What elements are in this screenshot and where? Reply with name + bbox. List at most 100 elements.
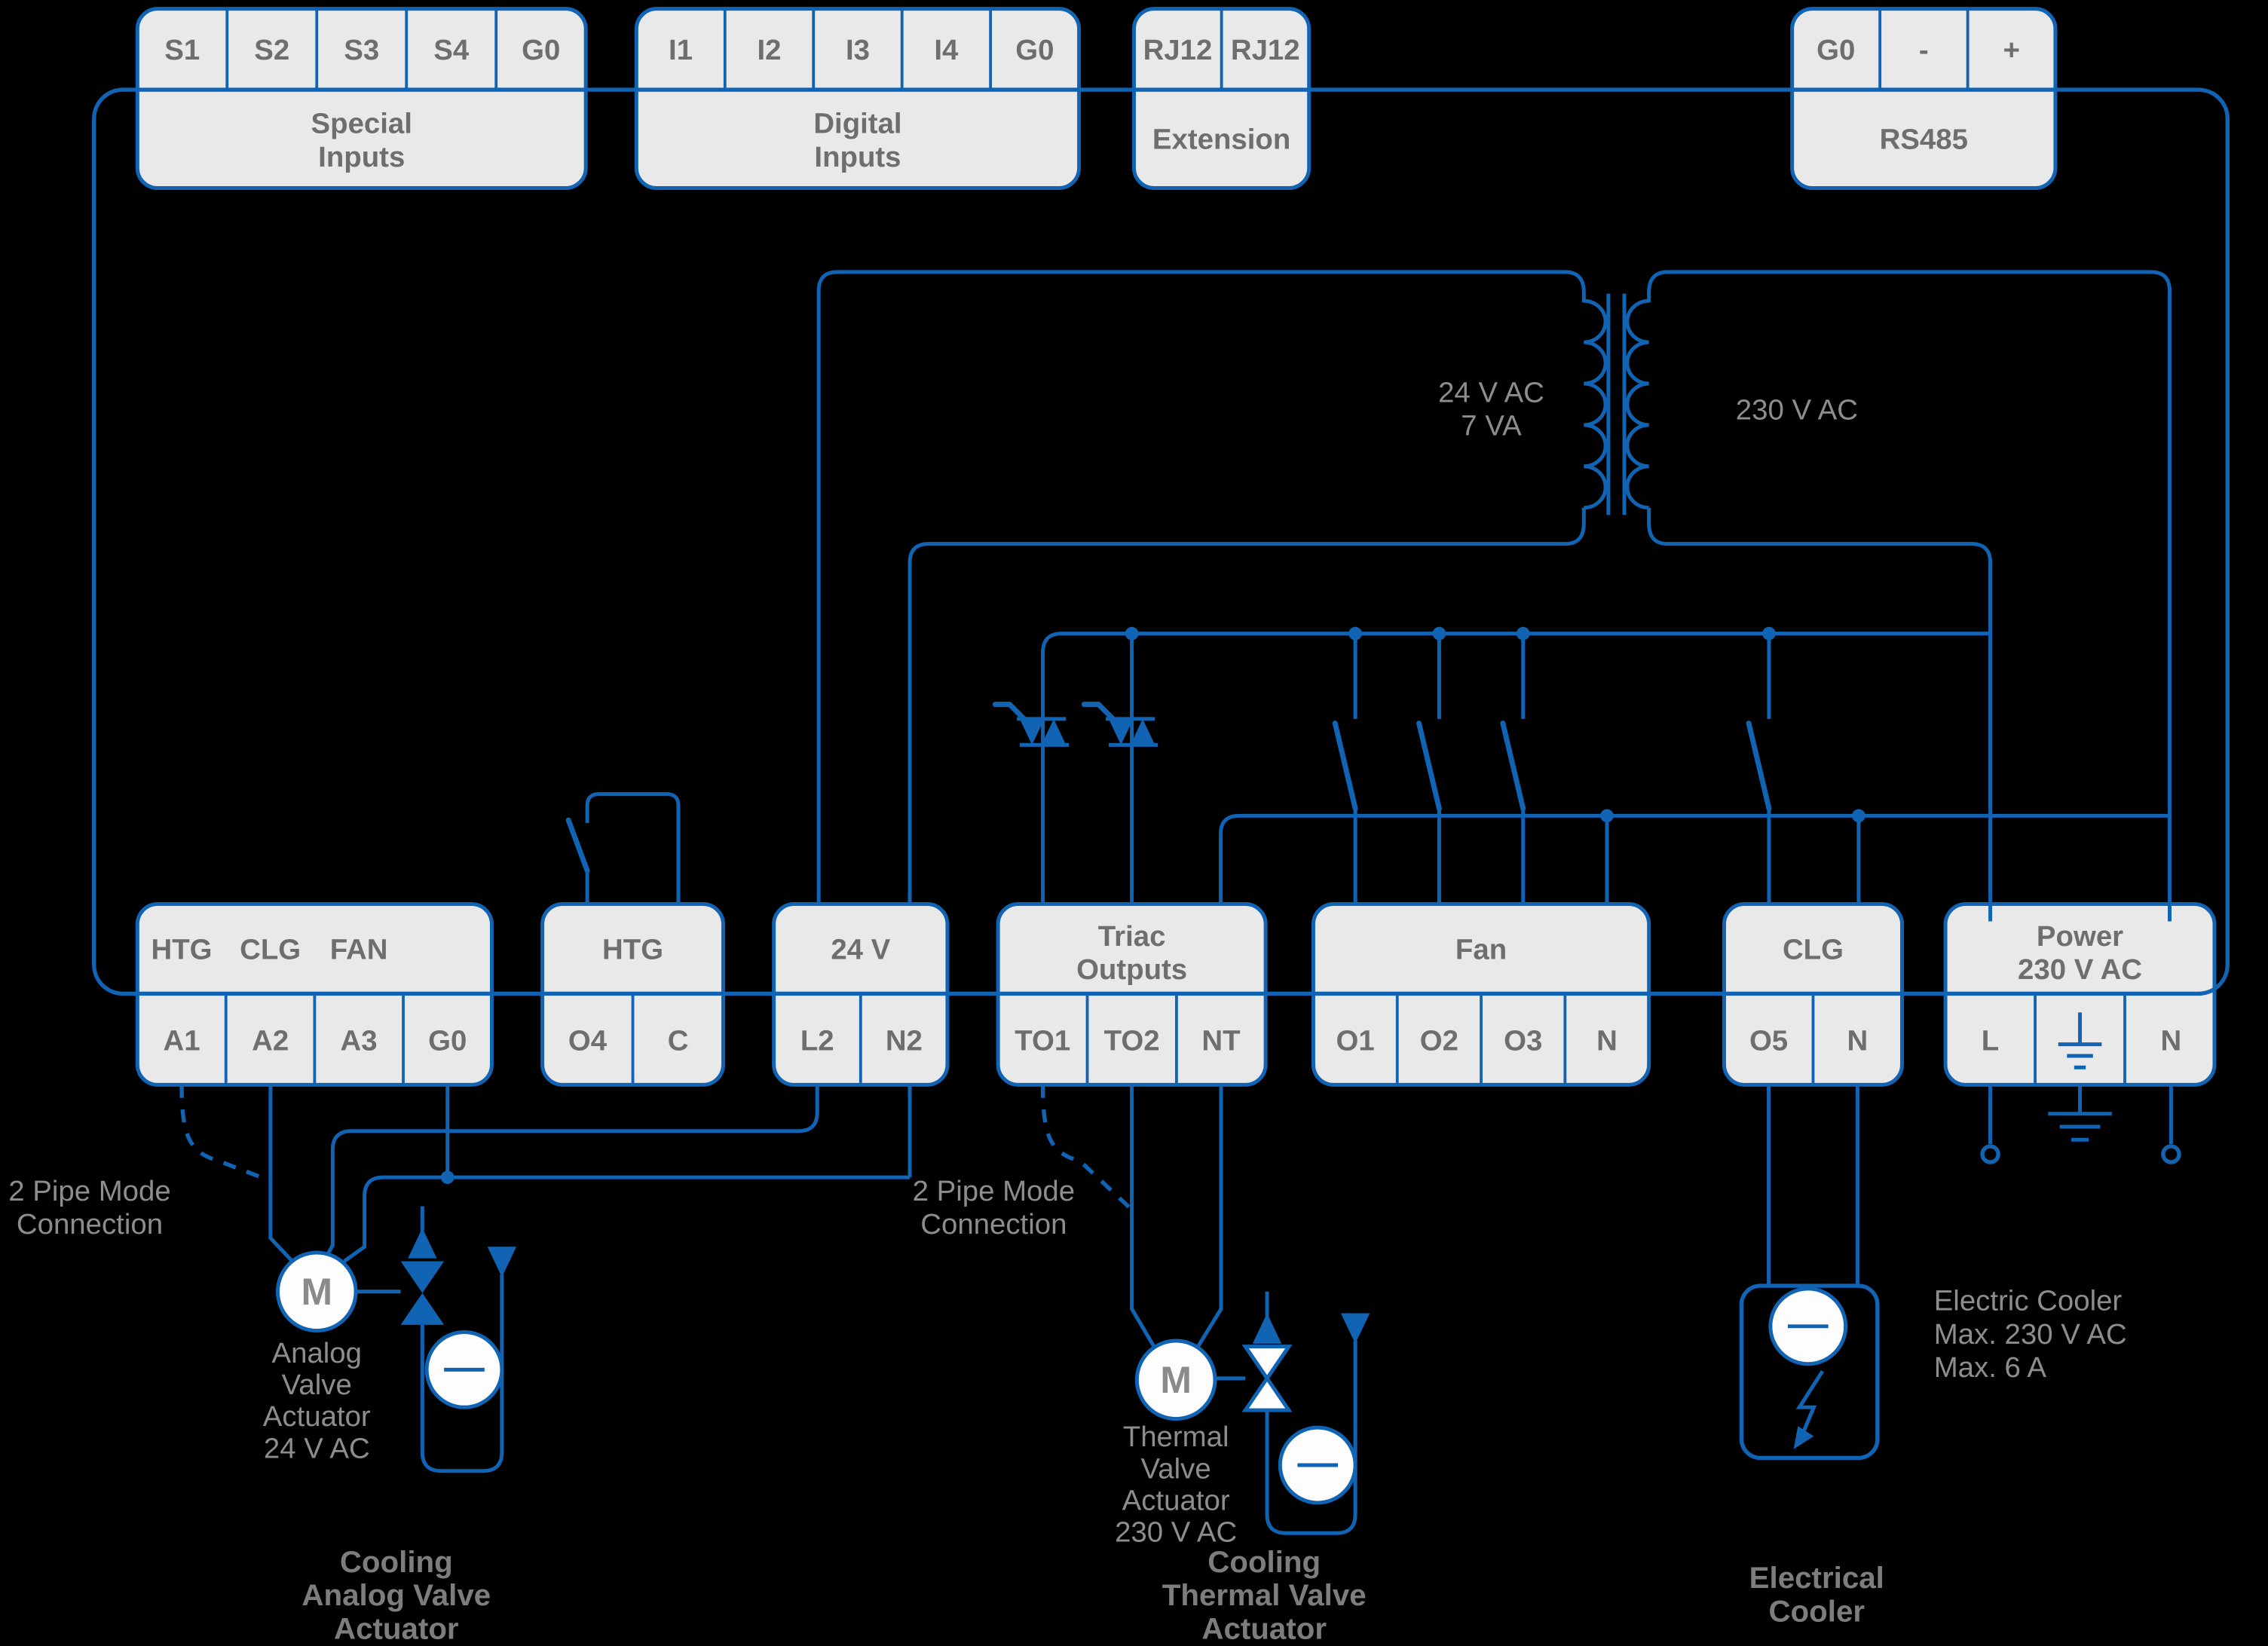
terminal-label: G0 <box>428 1024 467 1057</box>
terminal-block-body <box>634 7 1082 191</box>
terminal-label: A3 <box>341 1024 378 1057</box>
earth-icon <box>2048 1085 2112 1142</box>
primary-bottom-lead <box>1647 507 1993 922</box>
motor-letter: M <box>301 1271 332 1313</box>
motor-icon: M <box>1134 1339 1217 1421</box>
caption-cooling-thermal: Cooling <box>1207 1545 1321 1579</box>
actuator-note: Actuator <box>263 1400 371 1433</box>
terminal-label: N <box>1596 1024 1618 1057</box>
terminal-label: A1 <box>163 1024 200 1057</box>
flow-arrow-down <box>1340 1313 1370 1344</box>
terminal-label: I4 <box>934 34 959 66</box>
terminal-label: O1 <box>1336 1024 1375 1057</box>
terminal-label: N2 <box>886 1024 923 1057</box>
secondary-rating-label: 7 VA <box>1461 410 1522 442</box>
cooler-icon <box>1739 1283 1880 1461</box>
pipe-mode-jumper-dashed <box>1040 1085 1131 1210</box>
actuator-note: Valve <box>282 1369 352 1401</box>
actuator-note: 230 V AC <box>1115 1516 1237 1549</box>
terminal-label: I2 <box>758 34 782 66</box>
a2-wire <box>268 1085 297 1266</box>
relay-switch-icon <box>1332 633 1358 904</box>
primary-top-lead <box>1647 270 2172 922</box>
htg-contact-icon <box>565 792 681 904</box>
analog-actuator-wiring <box>179 1085 912 1266</box>
flow-arrow-up <box>408 1228 437 1259</box>
flow-arrow-down <box>487 1247 517 1277</box>
valve-icon <box>1214 1291 1293 1412</box>
terminal-label: N <box>1847 1024 1869 1057</box>
block-title: CLG <box>1783 933 1844 965</box>
terminal-label: RJ12 <box>1231 34 1300 66</box>
block-title: RS485 <box>1880 124 1968 156</box>
caption-electrical-cooler: Electrical <box>1749 1561 1884 1595</box>
nt-load-wire <box>1194 1085 1223 1351</box>
block-title: Extension <box>1152 124 1290 156</box>
block-title: Digital <box>813 108 901 140</box>
caption-cooling-thermal: Thermal Valve <box>1162 1578 1367 1612</box>
terminal-label: S4 <box>433 34 470 66</box>
secondary-winding <box>1584 298 1608 510</box>
block-title: FAN <box>330 933 388 965</box>
flow-arrow-up <box>1252 1313 1282 1344</box>
g0-branch-left <box>343 1175 448 1263</box>
terminal-label: - <box>1919 34 1929 66</box>
block-title: 24 V <box>831 933 890 965</box>
block-title: 230 V AC <box>2018 953 2142 986</box>
lightning-arrowhead <box>1793 1426 1814 1449</box>
triac-icon <box>1081 702 1158 747</box>
actuator-note: Actuator <box>1122 1485 1230 1517</box>
open-terminal <box>1980 1144 2000 1164</box>
terminal-label: N <box>2161 1024 2182 1057</box>
triac-icon <box>992 702 1070 747</box>
thermal-actuator-wiring <box>1040 1085 1223 1351</box>
block-extension: RJ12 RJ12 Extension <box>1132 7 1312 191</box>
l2-wire <box>323 1085 819 1259</box>
pipe-mode-note: Connection <box>920 1208 1067 1241</box>
neutral-bus <box>1219 813 2170 834</box>
hot-bus-wiring <box>1041 632 1991 904</box>
annotations: 2 Pipe Mode Connection 2 Pipe Mode Conne… <box>8 1175 2126 1549</box>
terminal-label: TO2 <box>1104 1024 1160 1057</box>
block-title: Outputs <box>1076 953 1187 986</box>
pipe-icon <box>1265 1313 1370 1535</box>
relay-switch-icon <box>1500 633 1526 904</box>
terminal-label: I3 <box>846 34 870 66</box>
terminal-label: L2 <box>800 1024 834 1057</box>
caption-cooling-analog: Cooling <box>340 1545 453 1579</box>
terminal-label: RJ12 <box>1143 34 1213 66</box>
primary-rating-label: 230 V AC <box>1736 394 1858 427</box>
actuator-note: Analog <box>272 1337 363 1369</box>
secondary-rating-label: 24 V AC <box>1438 377 1544 409</box>
relay-switch-icon <box>1746 633 1772 904</box>
terminal-block-body <box>135 7 588 191</box>
block-title: Fan <box>1455 933 1507 965</box>
hot-bus <box>1041 632 1991 653</box>
terminal-label: G0 <box>1817 34 1855 66</box>
power-feed-wiring <box>1980 1085 2181 1164</box>
block-title: Power <box>2037 920 2123 953</box>
terminal-label: TO1 <box>1015 1024 1070 1057</box>
motor-icon: M <box>275 1250 358 1333</box>
block-title: Special <box>311 108 412 140</box>
controller-outline <box>92 87 2230 996</box>
pipe-mode-jumper-dashed <box>179 1085 270 1182</box>
terminal-label: G0 <box>522 34 560 66</box>
caption-electrical-cooler: Cooler <box>1768 1594 1865 1628</box>
pipe-mode-note: 2 Pipe Mode <box>913 1175 1075 1207</box>
electrical-cooler-wiring <box>1767 1085 1859 1287</box>
block-digital-inputs: I1 I2 I3 I4 G0 Digital Inputs <box>634 7 1082 191</box>
transformer-icon: 24 V AC 7 VA 230 V AC <box>816 270 2172 922</box>
secondary-bottom-lead <box>908 507 1586 904</box>
captions: Cooling Analog Valve Actuator Cooling Th… <box>301 1545 1884 1645</box>
block-title: CLG <box>240 933 301 965</box>
terminal-label: S2 <box>254 34 289 66</box>
terminal-label: C <box>668 1024 689 1057</box>
terminal-label: G0 <box>1015 34 1054 66</box>
terminal-block-body <box>1790 7 2058 191</box>
terminal-label: L <box>1982 1024 1999 1057</box>
actuator-note: 24 V AC <box>264 1432 370 1464</box>
terminal-label: S1 <box>164 34 200 66</box>
